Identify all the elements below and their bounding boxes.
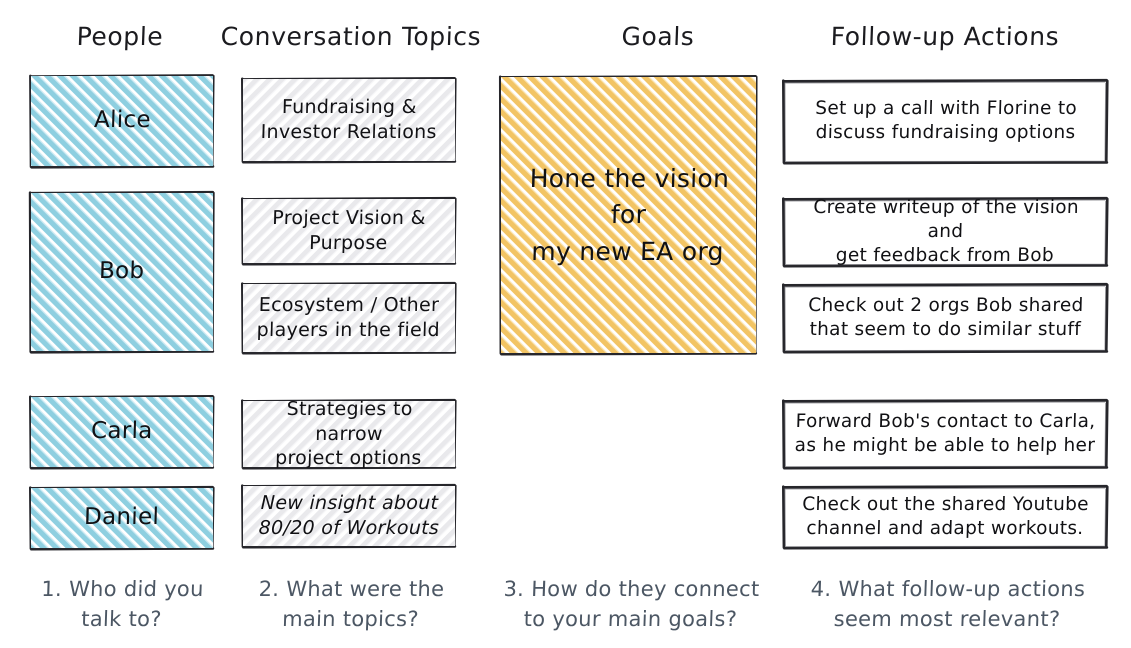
topic-text: Project Vision & Purpose [272, 207, 427, 254]
action-card-writeup-vision[interactable]: Create writeup of the vision and get fee… [782, 196, 1109, 268]
column-header-goals: Goals [621, 22, 695, 51]
column-header-conversation-topics: Conversation Topics [220, 22, 482, 51]
caption-question-4: 4. What follow-up actions seem most rele… [810, 577, 1086, 631]
column-header-people: People [76, 22, 164, 51]
topic-card-fundraising[interactable]: Fundraising & Investor Relations [241, 77, 457, 164]
topic-text: Fundraising & Investor Relations [260, 96, 438, 143]
person-name: Daniel [84, 504, 160, 531]
goal-card-vision[interactable]: Hone the vision for my new EA org [498, 74, 758, 356]
topic-text: New insight about 80/20 of Workouts [258, 492, 440, 539]
caption-question-3: 3. How do they connect to your main goal… [503, 577, 760, 631]
person-card-carla[interactable]: Carla [29, 395, 215, 470]
action-card-youtube-channel[interactable]: Check out the shared Youtube channel and… [782, 484, 1109, 550]
person-card-bob[interactable]: Bob [28, 190, 215, 354]
caption-question-1: 1. Who did you talk to? [40, 577, 205, 631]
person-name: Bob [98, 258, 146, 285]
topic-card-project-vision[interactable]: Project Vision & Purpose [241, 196, 457, 266]
topic-text: Ecosystem / Other players in the field [256, 294, 441, 341]
action-text: Create writeup of the vision and get fee… [813, 196, 1080, 267]
action-text: Check out 2 orgs Bob shared that seem to… [807, 294, 1084, 340]
topic-text: Strategies to narrow project options [274, 397, 422, 470]
action-card-check-orgs[interactable]: Check out 2 orgs Bob shared that seem to… [782, 282, 1109, 354]
action-text: Forward Bob's contact to Carla, as he mi… [794, 410, 1096, 456]
person-name: Alice [93, 107, 151, 134]
person-card-daniel[interactable]: Daniel [29, 485, 215, 551]
topic-card-strategies[interactable]: Strategies to narrow project options [241, 397, 457, 470]
action-card-forward-contact[interactable]: Forward Bob's contact to Carla, as he mi… [782, 398, 1109, 470]
person-card-alice[interactable]: Alice [29, 74, 215, 169]
caption-question-2: 2. What were the main topics? [258, 577, 445, 631]
action-text: Check out the shared Youtube channel and… [802, 493, 1090, 539]
goal-text: Hone the vision for my new EA org [529, 163, 730, 266]
action-card-call-florine[interactable]: Set up a call with Florine to discuss fu… [782, 78, 1109, 165]
person-name: Carla [90, 418, 154, 445]
action-text: Set up a call with Florine to discuss fu… [814, 98, 1077, 144]
topic-card-new-insight[interactable]: New insight about 80/20 of Workouts [241, 483, 457, 549]
column-header-follow-up-actions: Follow-up Actions [830, 22, 1060, 51]
topic-card-ecosystem[interactable]: Ecosystem / Other players in the field [241, 281, 457, 355]
